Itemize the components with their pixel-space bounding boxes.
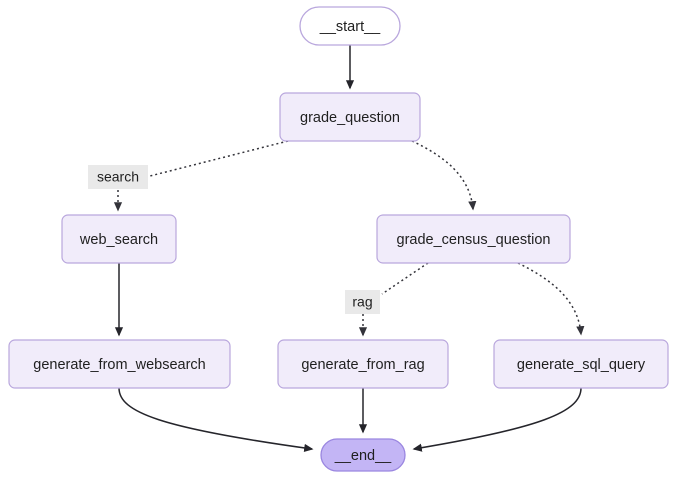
node-generate-sql-query-shape[interactable]: [493, 339, 669, 389]
node-start-label: __start__: [319, 19, 381, 35]
node-web-search[interactable]: web_search: [61, 214, 177, 264]
node-end-label: __end__: [334, 448, 392, 464]
node-generate-from-rag-label: generate_from_rag: [301, 357, 424, 373]
node-grade-question-label: grade_question: [300, 110, 400, 126]
edge-grade-census-question-to-generate-sql-query: [517, 262, 585, 336]
edge-grade-census-question-to-rag-label: [381, 262, 429, 295]
node-end[interactable]: __end__: [320, 438, 406, 472]
node-generate-sql-query-label: generate_sql_query: [517, 357, 646, 373]
node-grade-census-question-shape[interactable]: [376, 214, 571, 264]
edge-label-search-text: search: [97, 169, 139, 185]
edge-label-rag-bg: [345, 290, 380, 314]
node-generate-from-websearch-shape[interactable]: [8, 339, 231, 389]
node-grade-question-shape[interactable]: [279, 92, 421, 142]
edge-label-search-bg: [88, 165, 148, 189]
edge-label-rag-text: rag: [352, 294, 372, 310]
edge-label-rag: rag: [345, 290, 380, 314]
edge-generate-sql-query-to-end: [412, 387, 582, 452]
node-generate-from-rag-shape[interactable]: [277, 339, 449, 389]
node-grade-census-question[interactable]: grade_census_question: [376, 214, 571, 264]
node-generate-from-websearch-label: generate_from_websearch: [33, 357, 206, 373]
node-start-shape[interactable]: [299, 6, 401, 46]
edge-labels-layer: search rag: [88, 165, 380, 314]
node-end-shape[interactable]: [320, 438, 406, 472]
node-start[interactable]: __start__: [299, 6, 401, 46]
node-grade-question[interactable]: grade_question: [279, 92, 421, 142]
edge-grade-question-to-search-label: [149, 140, 289, 177]
edge-generate-from-websearch-to-end: [118, 387, 314, 452]
node-generate-sql-query[interactable]: generate_sql_query: [493, 339, 669, 389]
node-web-search-shape[interactable]: [61, 214, 177, 264]
node-grade-census-question-label: grade_census_question: [397, 232, 551, 248]
nodes-layer: __start__ grade_question web_search grad…: [8, 6, 669, 472]
node-generate-from-websearch[interactable]: generate_from_websearch: [8, 339, 231, 389]
edge-grade-question-to-grade-census-question: [411, 140, 477, 211]
edges-layer: [113, 45, 585, 452]
node-web-search-label: web_search: [79, 232, 158, 248]
node-generate-from-rag[interactable]: generate_from_rag: [277, 339, 449, 389]
edge-label-search: search: [88, 165, 148, 189]
